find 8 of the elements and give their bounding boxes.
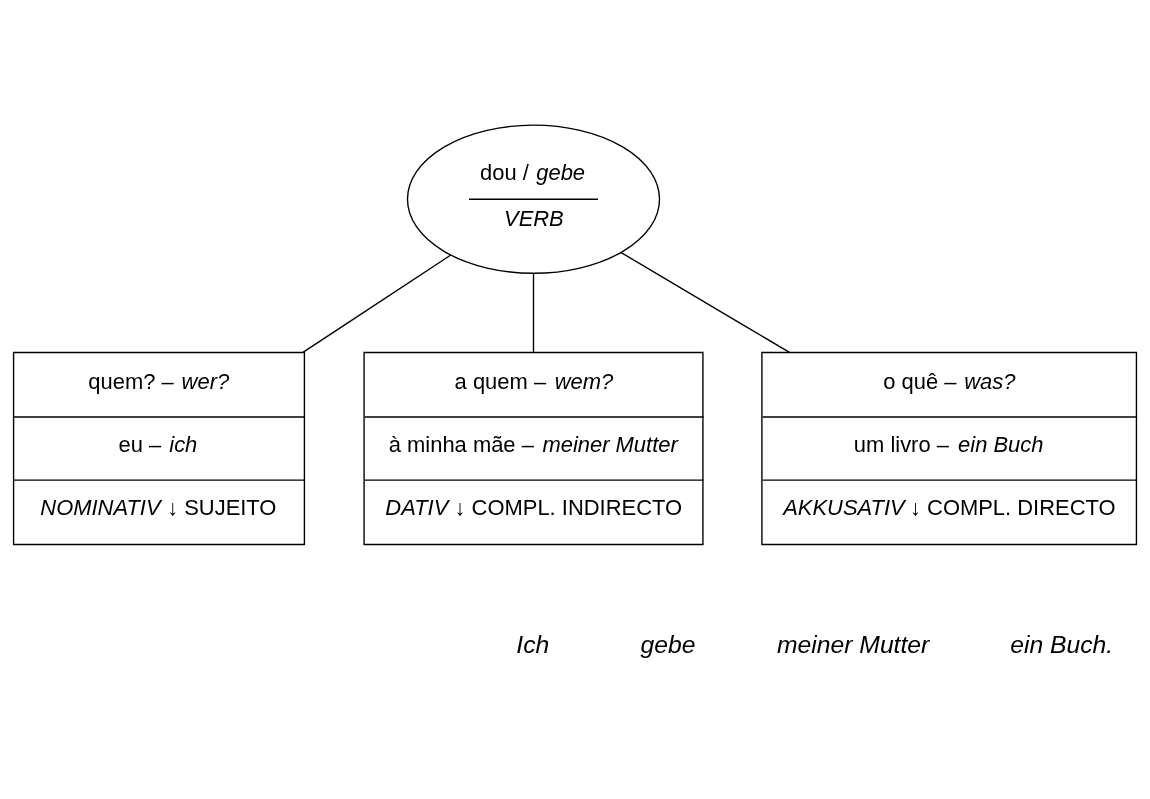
label: gebe xyxy=(640,631,696,659)
label: Ich xyxy=(516,631,550,659)
connector xyxy=(532,272,535,353)
label: ein Buch. xyxy=(1010,631,1114,659)
label: meiner Mutter xyxy=(777,631,930,659)
connector xyxy=(302,254,452,354)
connector xyxy=(620,251,791,354)
node-ellipse: dou / gebe VERB xyxy=(406,124,661,274)
